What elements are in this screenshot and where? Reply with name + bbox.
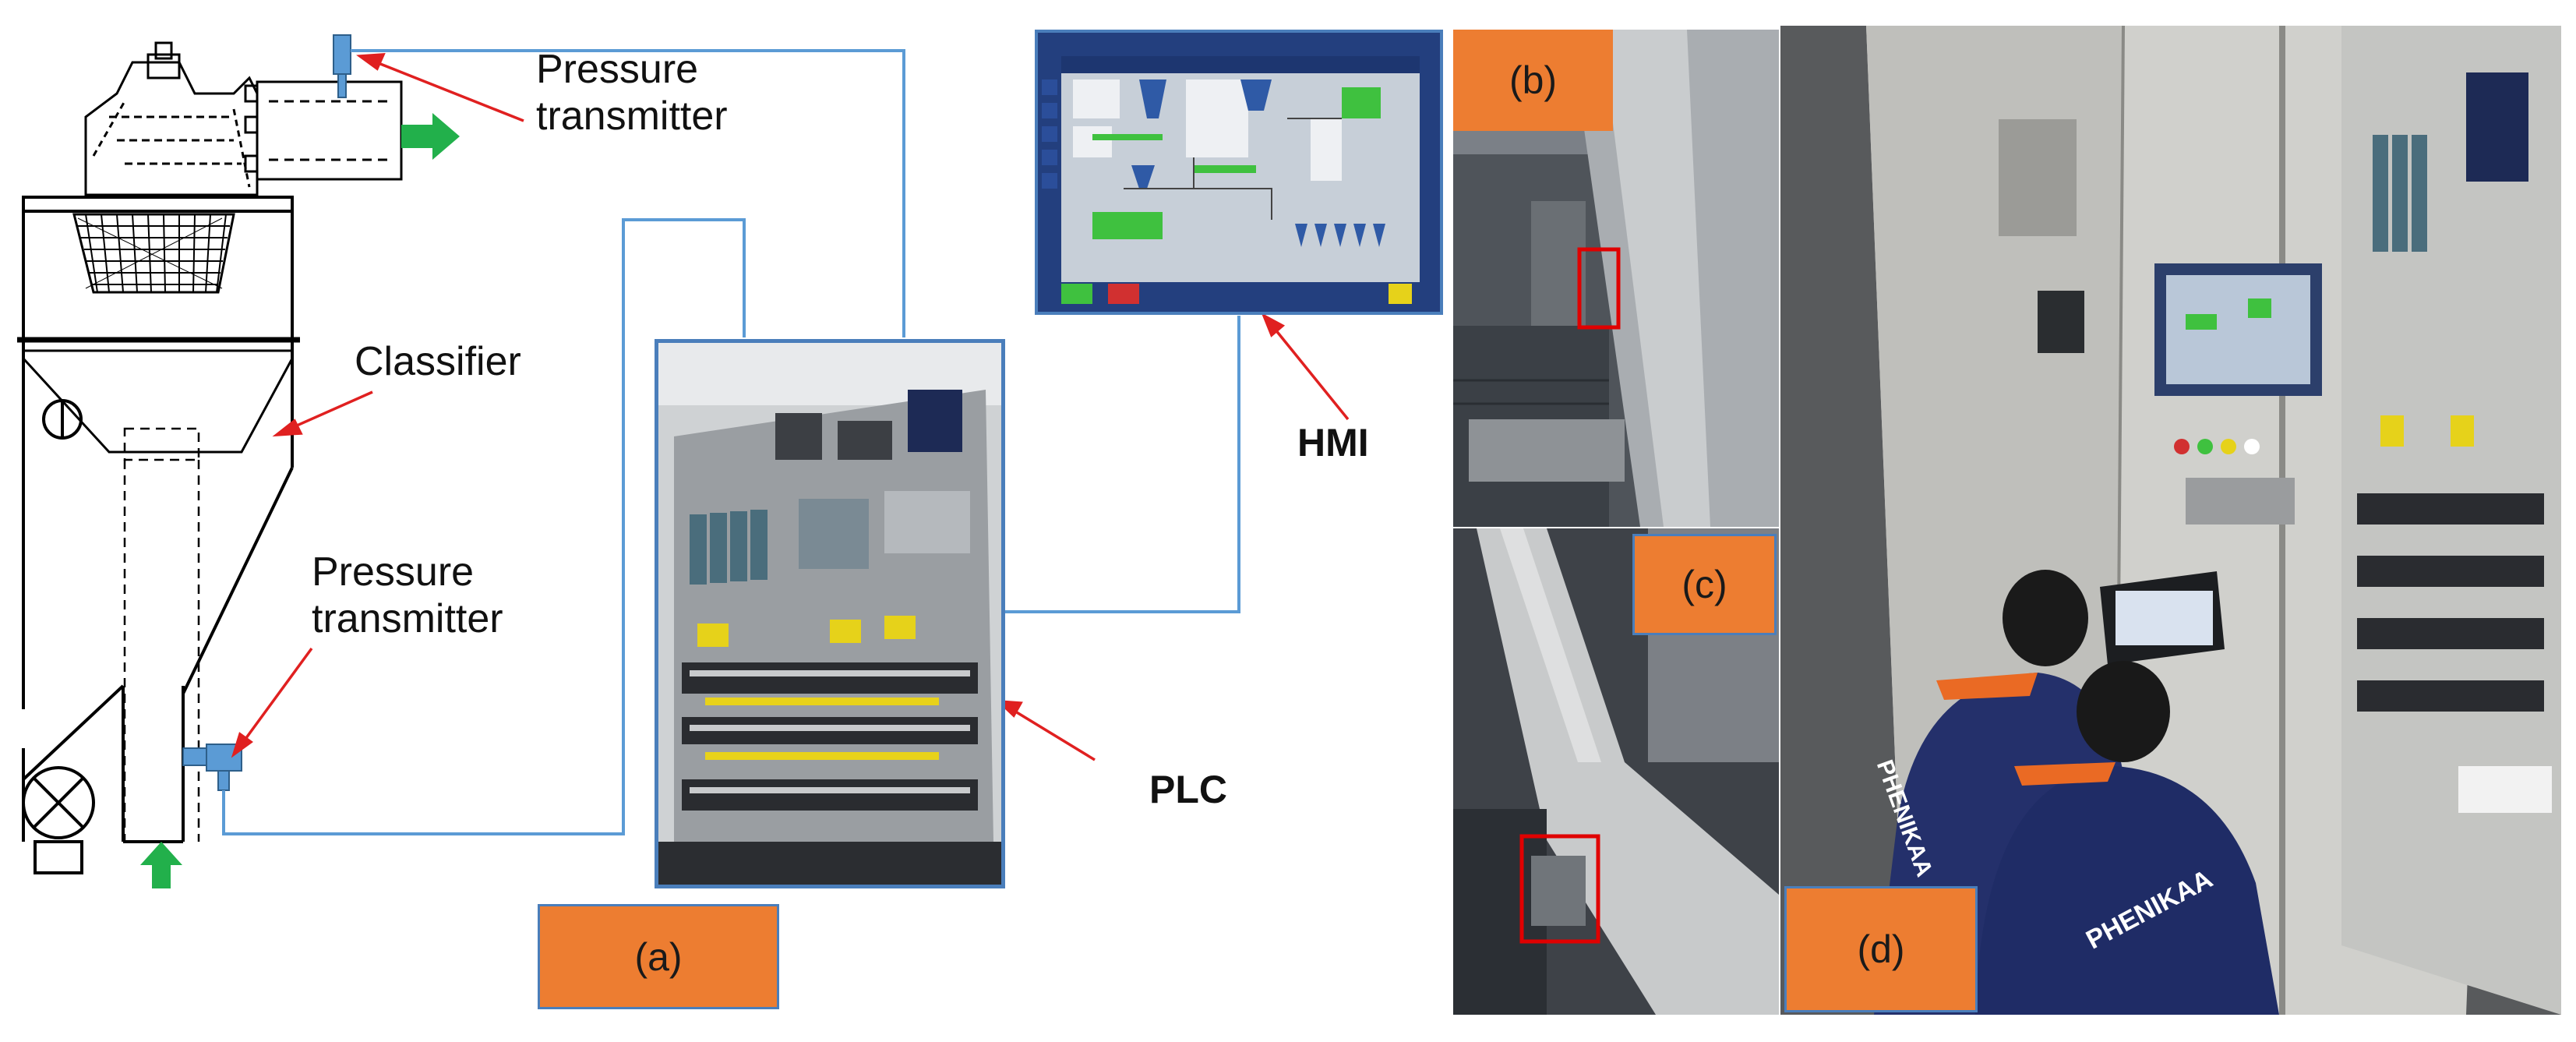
hmi-screen-photo bbox=[1035, 30, 1443, 315]
plc-label: PLC bbox=[1149, 768, 1227, 811]
sensor-highlight-c bbox=[1519, 834, 1600, 944]
pointer-arrows bbox=[231, 53, 1350, 761]
top-flange bbox=[22, 196, 294, 213]
motor-assembly bbox=[84, 41, 403, 196]
classifier-rotor bbox=[72, 213, 235, 294]
sensor-highlight-b bbox=[1577, 247, 1621, 330]
pressure-transmitter-top-label-line1: Pressure bbox=[536, 47, 699, 92]
panel-tag-b: (b) bbox=[1453, 30, 1613, 131]
pressure-transmitter-top-label-line2: transmitter bbox=[536, 94, 728, 139]
inlet-flow-arrow bbox=[140, 842, 182, 888]
pressure-transmitter-top-sensor bbox=[333, 34, 351, 98]
bottom-inlet bbox=[122, 686, 185, 843]
signal-wires bbox=[222, 49, 1240, 835]
classifier-body bbox=[17, 211, 300, 842]
panel-tag-a: (a) bbox=[538, 904, 779, 1009]
rotary-valve bbox=[22, 766, 95, 874]
photo-c-lower-pipe bbox=[1453, 528, 1779, 1015]
pressure-transmitter-bottom-label-line1: Pressure bbox=[312, 549, 475, 595]
panel-tag-d: (d) bbox=[1784, 886, 1978, 1012]
inner-tube bbox=[123, 427, 200, 842]
photo-b-classifier-pipe bbox=[1453, 30, 1779, 527]
photo-d-control-room: PHENIKAA PHENIKAA bbox=[1780, 26, 2561, 1015]
inspection-port bbox=[42, 399, 83, 440]
hmi-label: HMI bbox=[1297, 421, 1369, 464]
outlet-flow-arrow bbox=[401, 113, 460, 160]
panel-tag-c: (c) bbox=[1632, 534, 1777, 635]
plc-cabinet-photo bbox=[655, 339, 1005, 888]
pressure-transmitter-bottom-sensor bbox=[182, 744, 242, 791]
pressure-transmitter-bottom-label-line2: transmitter bbox=[312, 596, 503, 641]
flow-arrows bbox=[140, 113, 460, 888]
classifier-label: Classifier bbox=[355, 339, 521, 384]
